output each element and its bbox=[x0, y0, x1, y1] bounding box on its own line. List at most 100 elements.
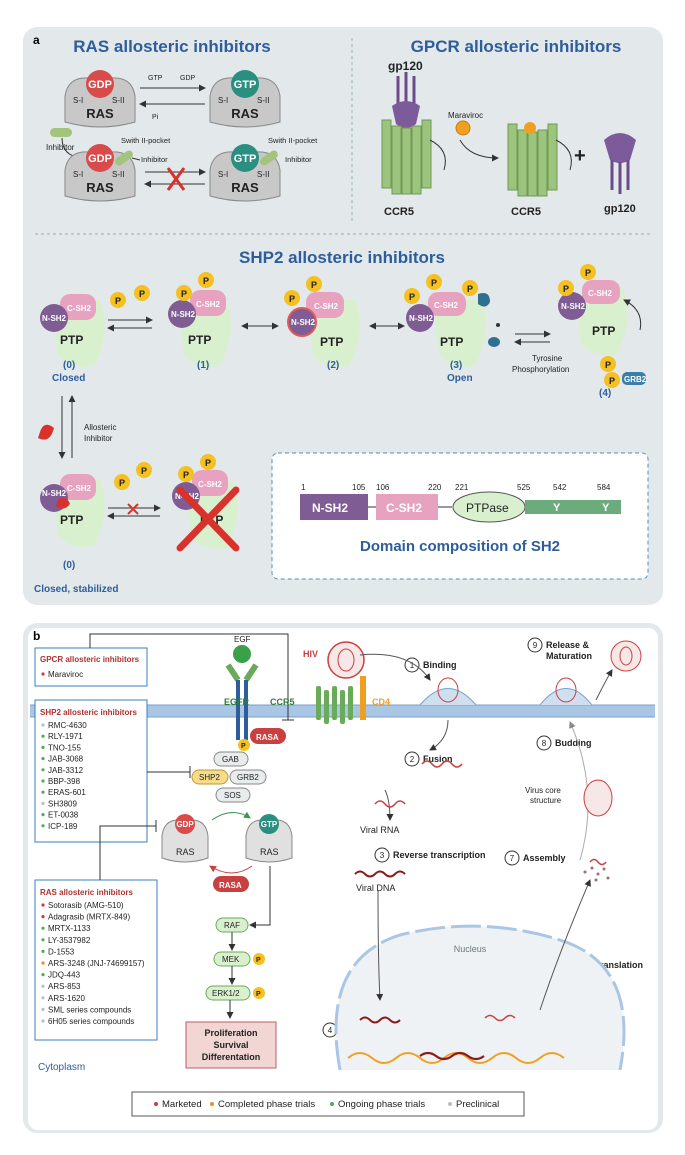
ras-b-gtp: GTP RAS bbox=[245, 814, 293, 863]
s2-label: S-II bbox=[112, 170, 124, 179]
rna-arrow bbox=[384, 789, 394, 821]
svg-text:C-SH2: C-SH2 bbox=[434, 301, 459, 310]
step-7-number: 7 bbox=[510, 854, 515, 863]
shp2-inhibitor-item: JAB-3068 bbox=[48, 755, 84, 764]
ccr5-b-label: CCR5 bbox=[270, 697, 295, 707]
tyrosine-label: Tyrosine Phosphorylation bbox=[512, 354, 569, 374]
transcribed-rna bbox=[484, 1014, 516, 1022]
inhibitor-pointer bbox=[131, 157, 141, 161]
svg-text:GTP: GTP bbox=[261, 820, 278, 829]
svg-text:P: P bbox=[119, 478, 125, 488]
closed-stabilized-label: Closed, stabilized bbox=[34, 584, 118, 595]
cytoplasm-label: Cytoplasm bbox=[38, 1062, 85, 1073]
gp120-label-free: gp120 bbox=[604, 203, 636, 215]
ras-inhibitor-item: LY-3537982 bbox=[48, 936, 91, 945]
legend-swatch bbox=[210, 1102, 214, 1106]
substrate-blob bbox=[488, 337, 500, 347]
domain-num-221: 221 bbox=[455, 483, 469, 492]
svg-text:Survival: Survival bbox=[213, 1040, 248, 1050]
ras-inhibitor-item: ARS-3248 (JNJ-74699157) bbox=[48, 959, 145, 968]
domain-csh2 bbox=[376, 494, 438, 520]
ras-inhibitor-dot bbox=[41, 903, 45, 907]
legend-label: Preclinical bbox=[456, 1099, 499, 1110]
step-6-label: Translation bbox=[595, 960, 643, 970]
step-1-number: 1 bbox=[410, 661, 415, 670]
svg-text:GRB2: GRB2 bbox=[237, 773, 259, 782]
step-8-badge bbox=[536, 735, 552, 751]
nsh2-label: N-SH2 bbox=[42, 314, 67, 323]
nucleus-label: Nucleus bbox=[454, 944, 487, 954]
exchange-gdp-label: GDP bbox=[180, 75, 196, 82]
grb2-node bbox=[229, 769, 267, 785]
ras-inhibitor-item: Adagrasib (MRTX-849) bbox=[48, 913, 130, 922]
to-nucleus-arrow bbox=[376, 889, 384, 1001]
free-phosphopeptide-2: P P bbox=[114, 462, 152, 490]
rasa-bottom bbox=[213, 876, 249, 892]
ras-inhibitor-item: JDQ-443 bbox=[48, 971, 81, 980]
gpcr-inhibit-line bbox=[89, 633, 289, 720]
budding-bud bbox=[539, 688, 593, 706]
gpcr-inhibitor-box bbox=[34, 647, 148, 687]
plus-sign: + bbox=[574, 145, 586, 167]
shp2-blocked: C-SH2 N-SH2 P P PTP bbox=[172, 454, 240, 552]
svg-text:N-SH2: N-SH2 bbox=[312, 501, 348, 515]
viral-rna-1 bbox=[421, 760, 463, 768]
plus-dot bbox=[496, 323, 500, 327]
svg-text:P: P bbox=[467, 284, 473, 294]
pi-label: Pi bbox=[152, 114, 159, 121]
svg-text:P: P bbox=[115, 296, 121, 306]
domain-num-106: 106 bbox=[376, 483, 390, 492]
shp2-inhibitor-item: TNO-155 bbox=[48, 743, 81, 752]
svg-text:RAF: RAF bbox=[224, 921, 240, 930]
step-1-label: Binding bbox=[423, 660, 457, 670]
svg-text:N-SH2: N-SH2 bbox=[171, 310, 196, 319]
svg-text:C-SH2: C-SH2 bbox=[196, 300, 221, 309]
shp2-stage-2: C-SH2 N-SH2 P P PTP bbox=[284, 276, 360, 367]
legend-box bbox=[131, 1091, 525, 1117]
ras-gtp-inhibited: GTP S-I S-II RAS bbox=[209, 144, 281, 202]
svg-text:C-SH2: C-SH2 bbox=[198, 480, 223, 489]
gpcr-item: Maraviroc bbox=[48, 670, 83, 679]
maraviroc-arrow bbox=[459, 139, 499, 162]
dna-in-nucleus bbox=[359, 1016, 401, 1024]
shp2-stage-4: C-SH2 N-SH2 P P PTP P P GRB2 bbox=[558, 264, 647, 388]
s2-label: S-II bbox=[257, 170, 269, 179]
domain-num-220: 220 bbox=[428, 483, 442, 492]
shp2-inhibitor-dot bbox=[41, 779, 45, 783]
stage-4-label: (4) bbox=[599, 388, 611, 399]
svg-text:P: P bbox=[289, 294, 295, 304]
grb2-label: GRB2 bbox=[624, 375, 647, 384]
step-9-label: Release & bbox=[546, 640, 590, 650]
shp2-node bbox=[191, 769, 229, 785]
svg-text:P: P bbox=[141, 466, 147, 476]
step-2-label: Fusion bbox=[423, 754, 453, 764]
blocked-x bbox=[166, 167, 186, 191]
ras-inhibitor-item: Sotorasib (AMG-510) bbox=[48, 901, 124, 910]
legend-swatch bbox=[154, 1102, 158, 1106]
domain-y1: Y bbox=[553, 502, 561, 514]
ras-inhibitor-dot bbox=[41, 938, 45, 942]
step-3-number: 3 bbox=[380, 851, 385, 860]
pocket-label: Swith II-pocket bbox=[121, 136, 171, 145]
stage-2-label: (2) bbox=[327, 360, 339, 371]
step-2-number: 2 bbox=[410, 755, 415, 764]
gdp-ball bbox=[86, 144, 114, 172]
svg-text:MEK: MEK bbox=[222, 955, 240, 964]
shp2-stage-3: C-SH2 N-SH2 P P P PTP bbox=[404, 274, 490, 367]
step-9-number: 9 bbox=[533, 641, 538, 650]
svg-text:P: P bbox=[205, 458, 211, 468]
mature-virion bbox=[610, 640, 642, 672]
binding-bud bbox=[419, 688, 477, 706]
small-x bbox=[127, 503, 139, 515]
domain-num-105: 105 bbox=[352, 483, 366, 492]
ras-section-title: RAS allosteric inhibitors bbox=[73, 37, 270, 56]
cd4-label: CD4 bbox=[372, 697, 390, 707]
closed-label: Closed bbox=[52, 373, 85, 384]
svg-text:P: P bbox=[139, 289, 145, 299]
ras-inhibitor-item: D-1553 bbox=[48, 947, 75, 956]
svg-text:PTP: PTP bbox=[188, 333, 211, 347]
legend-label: Ongoing phase trials bbox=[338, 1099, 425, 1110]
protein-dots bbox=[583, 866, 610, 882]
ras-label: RAS bbox=[86, 180, 114, 195]
